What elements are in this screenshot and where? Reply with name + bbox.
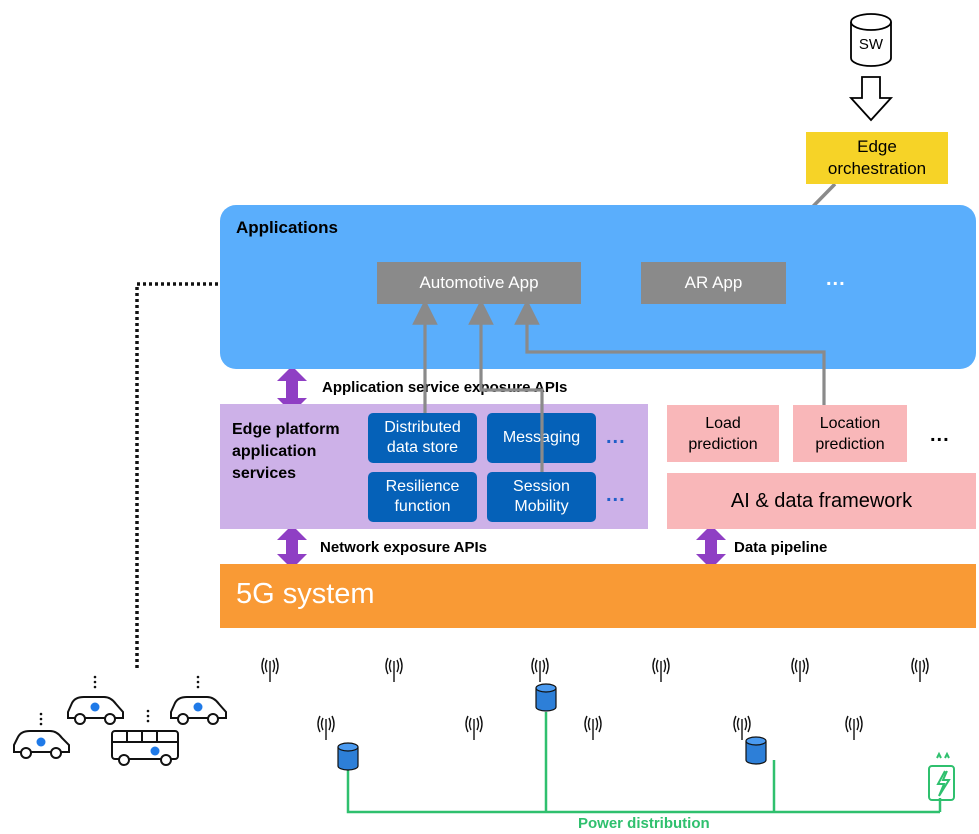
vehicles [13, 675, 227, 766]
app-api-double-arrow [277, 366, 307, 413]
cell-tower-icon [317, 715, 335, 740]
service-messaging[interactable]: Messaging [487, 413, 596, 463]
load-prediction-label: Load prediction [688, 414, 758, 453]
services-ellipsis-bottom: ... [606, 484, 626, 506]
load-prediction-box[interactable]: Load prediction [667, 405, 779, 462]
applications-title: Applications [236, 218, 339, 237]
cell-tower-icon [261, 657, 279, 682]
vehicle-link-dotted [135, 282, 377, 668]
bus-icon [111, 730, 179, 766]
applications-ellipsis: ... [826, 268, 846, 290]
service-distributed-data-store[interactable]: Distributed data store [368, 413, 477, 463]
automotive-app-box[interactable]: Automotive App [377, 262, 581, 304]
vehicle-ellipsis-dots [39, 675, 200, 726]
power-lines [346, 712, 942, 814]
location-prediction-label: Location prediction [815, 414, 885, 453]
app-service-api-label: Application service exposure APIs [322, 379, 568, 396]
5g-system-label: 5G system [236, 578, 375, 610]
service-resilience-function[interactable]: Resilience function [368, 472, 477, 522]
service-label: Distributed data store [384, 419, 461, 456]
ai-ellipsis: ... [930, 424, 950, 446]
edge-orchestration-label: Edge orchestration [827, 137, 927, 178]
location-prediction-box[interactable]: Location prediction [793, 405, 907, 462]
service-label: Resilience function [385, 478, 460, 515]
car-icon [13, 730, 70, 759]
ar-app-label: AR App [684, 273, 743, 292]
service-session-mobility[interactable]: Session Mobility [487, 472, 596, 522]
car-icon [170, 696, 227, 725]
ar-app-box[interactable]: AR App [641, 262, 786, 304]
service-label: Session Mobility [513, 478, 570, 515]
cell-tower-icon [385, 657, 403, 682]
database-icon [745, 736, 767, 765]
cell-tower-icon [845, 715, 863, 740]
data-pipeline-label: Data pipeline [734, 539, 828, 556]
edge-platform-title: Edge platform application services [232, 421, 340, 482]
automotive-app-label: Automotive App [419, 273, 539, 292]
5g-system-bar[interactable]: 5G system [220, 564, 976, 628]
service-label: Messaging [502, 429, 581, 446]
database-icons [337, 683, 767, 771]
down-arrow-icon [848, 76, 894, 122]
database-icon [337, 742, 359, 771]
network-api-double-arrow [277, 525, 307, 569]
power-distribution-label: Power distribution [578, 815, 710, 832]
database-icon [535, 683, 557, 712]
car-icon [67, 696, 124, 725]
data-pipeline-double-arrow [696, 525, 726, 569]
battery-icon [928, 751, 955, 801]
services-ellipsis-top: ... [606, 426, 626, 448]
cell-tower-icon [733, 715, 751, 740]
edge-orchestration-box[interactable]: Edge orchestration [806, 132, 948, 184]
cell-tower-icon [911, 657, 929, 682]
cell-tower-icon [531, 657, 549, 682]
cell-tower-icon [652, 657, 670, 682]
cell-tower-icon [584, 715, 602, 740]
sw-label: SW [858, 35, 884, 53]
cell-tower-icon [791, 657, 809, 682]
cell-towers [261, 657, 929, 740]
cell-tower-icon [465, 715, 483, 740]
network-api-label: Network exposure APIs [320, 539, 487, 556]
ai-data-framework-label: AI & data framework [730, 489, 913, 512]
ai-data-framework-box[interactable]: AI & data framework [667, 473, 976, 529]
sw-cylinder-icon [850, 13, 892, 67]
